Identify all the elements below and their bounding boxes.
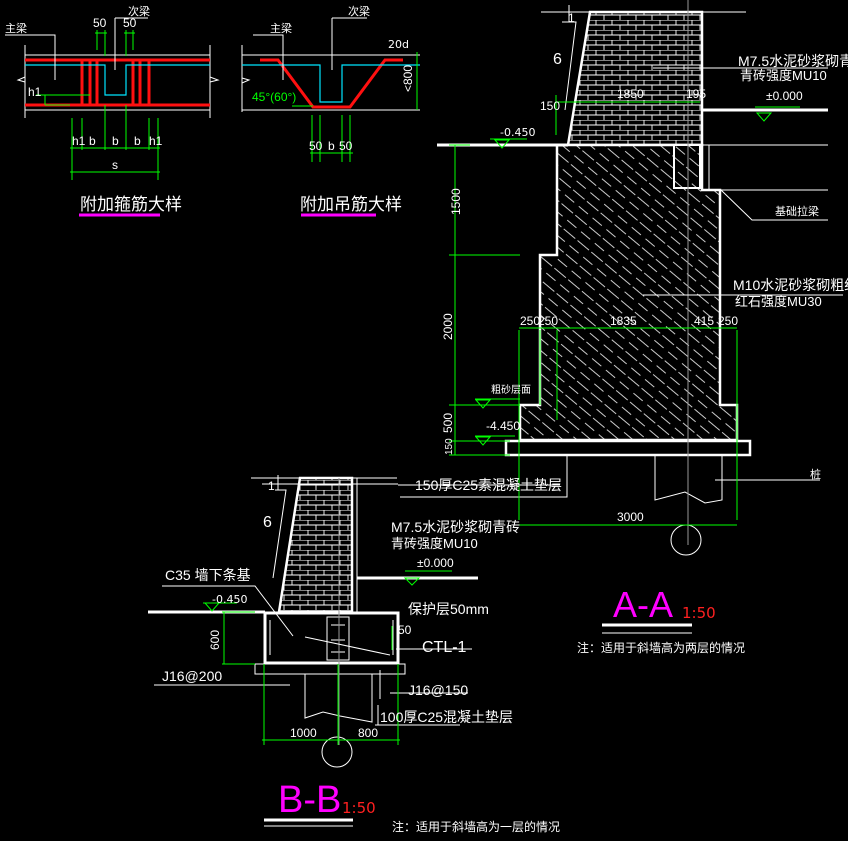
secondary-beam-label: 次梁 (128, 4, 150, 18)
dim-b-2: b (112, 134, 119, 148)
h1-label: h1 (28, 85, 42, 99)
pile-circle (670, 524, 702, 556)
dim-s: s (112, 158, 118, 172)
section-bb-note: 注：适用于斜墙高为一层的情况 (392, 819, 560, 834)
section-aa-scale: 1:50 (682, 604, 716, 622)
ctl-label: CTL-1 (422, 639, 467, 656)
dim-500: 500 (441, 413, 455, 433)
brick-note-1: M7.5水泥砂浆砌青砖 (738, 53, 848, 69)
dim-b-3: b (134, 134, 141, 148)
bend-angle: 45°(60°) (252, 90, 296, 104)
dim-250-b: 250 (538, 314, 558, 328)
dim-250-c: 250 (718, 314, 738, 328)
cushion-layer (504, 439, 752, 457)
section-aa-note: 注：适用于斜墙高为两层的情况 (577, 640, 745, 655)
dim-b-1: b (89, 134, 96, 148)
brick-note-2: 青砖强度MU10 (740, 68, 827, 83)
section-bb-scale: 1:50 (342, 799, 376, 817)
dim-2000: 2000 (441, 313, 455, 340)
cover-note: 保护层50mm (408, 601, 489, 617)
hanger-detail: 主梁 次梁 20d 45°(60°) <800 50 b 50 附加吊筋大样 (241, 4, 420, 217)
dim-800: 800 (358, 726, 378, 740)
dim-50-right: 50 (123, 16, 137, 30)
section-bb-title: B-B (278, 779, 341, 821)
pile-circle (321, 736, 353, 768)
main-beam-label: 主梁 (270, 21, 292, 35)
secondary-beam-label: 次梁 (348, 4, 370, 18)
cushion-note: 100厚C25混凝土垫层 (380, 709, 513, 725)
level-0: ±0.000 (766, 89, 803, 103)
stirrup-detail: 50 50 主梁 次梁 h1 h1 b b b h1 s 附加箍筋大样 (5, 4, 220, 217)
dim-h1-left: h1 (72, 134, 86, 148)
sand-level: 粗砂层面 (491, 383, 531, 396)
rebar-top: J16@150 (408, 682, 468, 698)
dim-50-left: 50 (93, 16, 107, 30)
dim-50: 50 (398, 623, 412, 637)
rebar-bottom: J16@200 (162, 668, 222, 684)
main-beam-label: 主梁 (5, 21, 27, 35)
tie-beam-label: 基础拉梁 (775, 204, 819, 218)
height-limit: <800 (401, 65, 415, 92)
dim-1835: 1835 (610, 314, 637, 328)
pile-label: 桩 (810, 467, 821, 481)
slope-6: 6 (263, 514, 272, 531)
brick-wall (277, 476, 354, 614)
stirrup-detail-title: 附加箍筋大样 (80, 195, 182, 215)
dim-50-right: 50 (339, 139, 353, 153)
slope-1: 1 (568, 11, 575, 25)
slope-6: 6 (553, 51, 562, 68)
tie-beam (673, 144, 701, 189)
section-aa-title: A-A (613, 584, 673, 625)
slope-1: 1 (268, 479, 275, 493)
tie-beam-ctl (326, 616, 350, 661)
level-minus-0450: -0.450 (212, 593, 247, 606)
level-0: ±0.000 (417, 556, 454, 570)
dim-415: 415 (694, 314, 714, 328)
dim-250-a: 250 (520, 314, 540, 328)
dim-1000: 1000 (290, 726, 317, 740)
section-bb: 1 6 M7.5水泥砂浆砌青砖 青砖强度MU10 ±0.000 C35 墙下条基… (148, 475, 560, 834)
strip-footing (263, 611, 400, 665)
dim-3000: 3000 (617, 510, 644, 524)
dim-150: 150 (540, 99, 560, 113)
section-aa: 1 6 150 1850 195 M7.5水泥砂浆砌青砖 青砖强度MU10 ±0… (400, 0, 848, 655)
dim-b: b (328, 139, 335, 153)
cushion-layer (254, 663, 406, 675)
dim-1850: 1850 (617, 87, 644, 101)
anchor-length: 20d (388, 38, 409, 51)
hanger-detail-title: 附加吊筋大样 (300, 195, 402, 215)
level-minus-4450: -4.450 (486, 419, 520, 433)
dim-1500: 1500 (449, 188, 463, 215)
brick-note-2: 青砖强度MU10 (391, 536, 478, 551)
footing-label: C35 墙下条基 (165, 567, 251, 583)
dim-195: 195 (686, 87, 706, 101)
stone-foundation (518, 143, 739, 442)
dim-50-left: 50 (309, 139, 323, 153)
brick-note-1: M7.5水泥砂浆砌青砖 (391, 519, 520, 535)
level-minus-0450: -0.450 (500, 126, 535, 139)
dim-600: 600 (208, 630, 222, 650)
stone-note-2: 红石强度MU30 (735, 294, 822, 309)
dim-150-base: 150 (444, 438, 455, 455)
dim-h1-right: h1 (149, 134, 163, 148)
brick-wall (566, 10, 704, 147)
